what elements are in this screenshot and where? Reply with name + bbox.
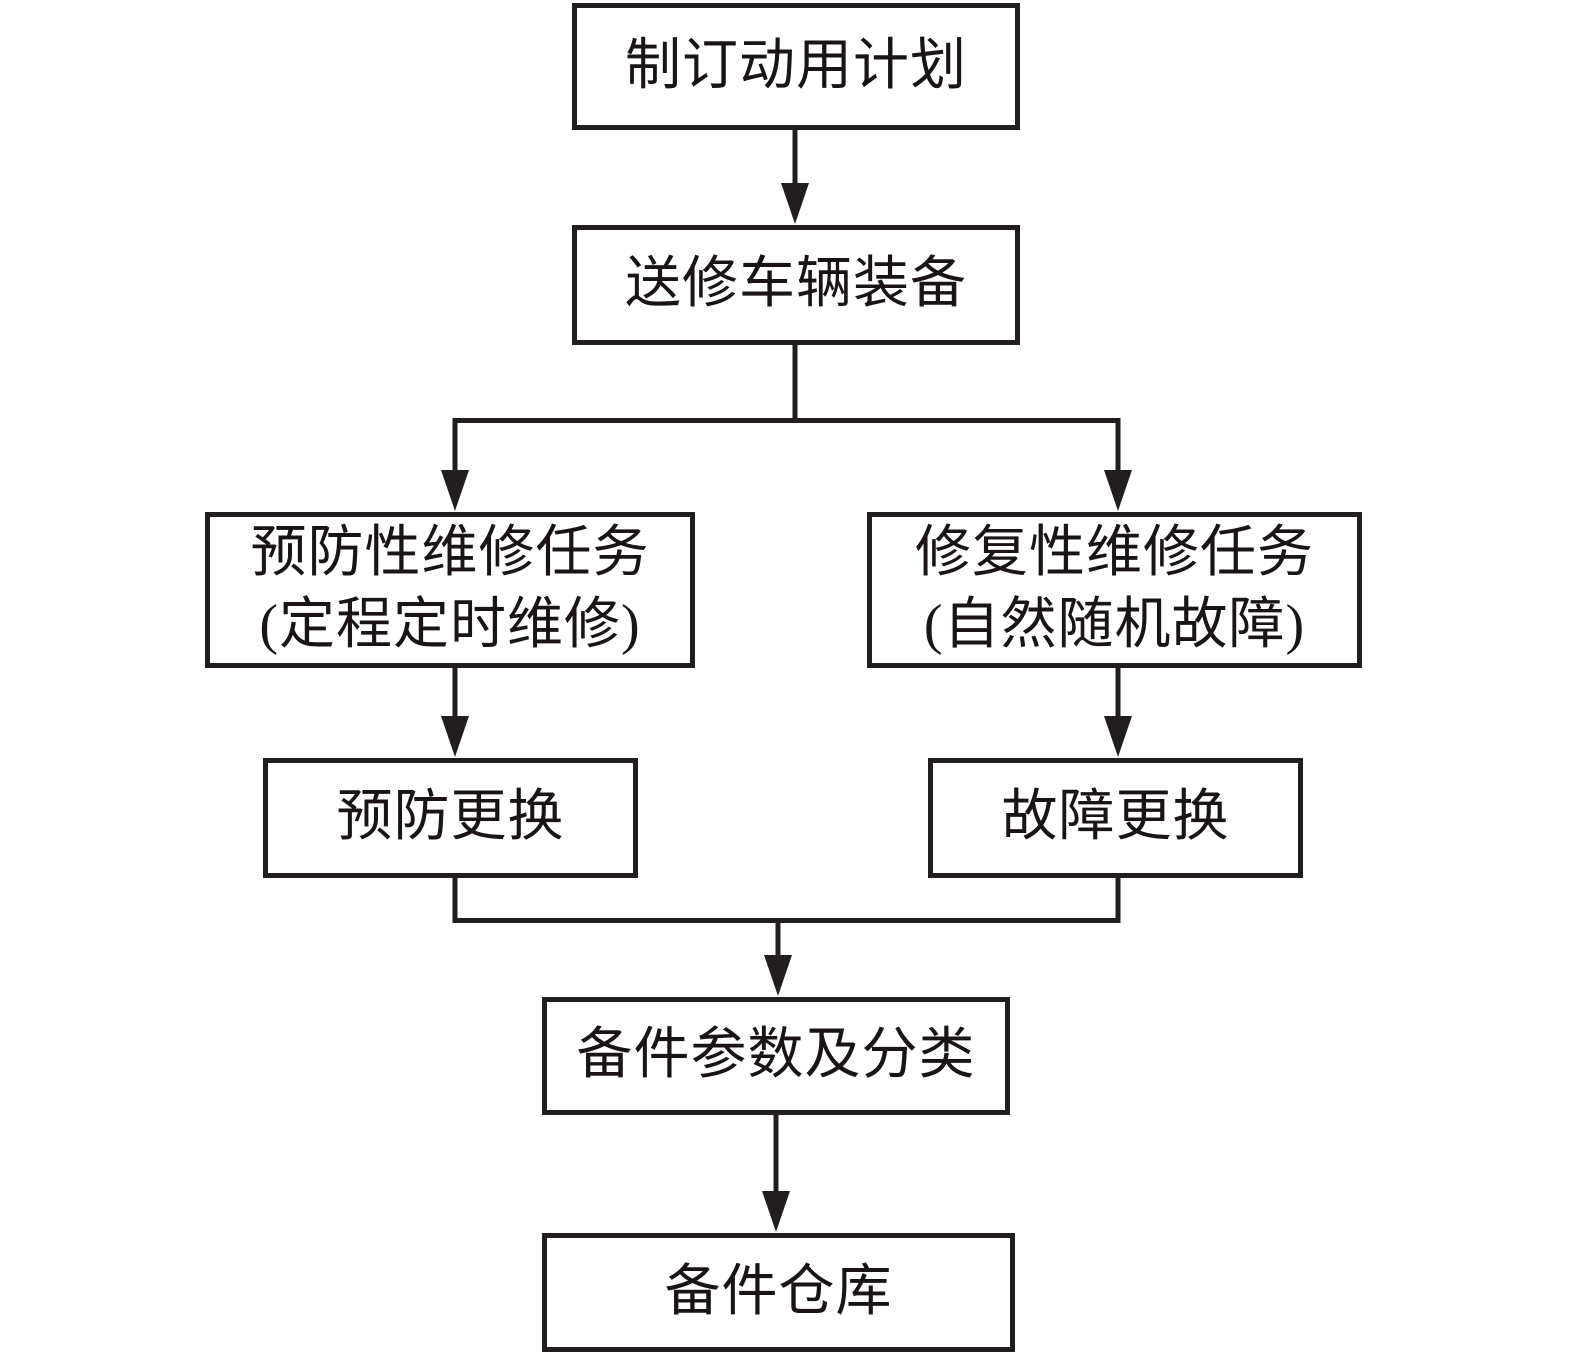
node-corrective-maintenance-task: 修复性维修任务 (自然随机故障): [867, 512, 1362, 668]
arrowhead-down-icon: [441, 470, 469, 511]
node-spare-parts-warehouse: 备件仓库: [542, 1233, 1015, 1352]
node-send-vehicle-equipment: 送修车辆装备: [572, 225, 1020, 345]
arrowhead-down-icon: [441, 716, 469, 757]
node-label-line1: 修复性维修任务: [915, 522, 1314, 585]
node-label: 备件仓库: [664, 1260, 893, 1323]
node-label: 备件参数及分类: [576, 1024, 976, 1087]
node-label: 送修车辆装备: [625, 253, 967, 316]
node-failure-replacement: 故障更换: [928, 758, 1303, 878]
node-preventive-maintenance-task: 预防性维修任务 (定程定时维修): [205, 512, 695, 668]
node-label-line1: 预防性维修任务: [250, 522, 650, 585]
arrowhead-down-icon: [764, 955, 792, 996]
arrowhead-down-icon: [1104, 716, 1132, 757]
node-make-usage-plan: 制订动用计划: [572, 3, 1020, 130]
arrowhead-down-icon: [781, 183, 809, 224]
node-label: 预防更换: [336, 786, 565, 849]
arrowhead-down-icon: [762, 1191, 790, 1232]
node-spare-parts-parameters-classification: 备件参数及分类: [542, 997, 1010, 1115]
node-preventive-replacement: 预防更换: [263, 758, 638, 878]
node-label-line2: (定程定时维修): [259, 594, 641, 656]
node-label-line2: (自然随机故障): [923, 594, 1306, 656]
node-label: 制订动用计划: [625, 34, 967, 97]
node-label: 故障更换: [1001, 786, 1230, 849]
arrowhead-down-icon: [1104, 470, 1132, 511]
